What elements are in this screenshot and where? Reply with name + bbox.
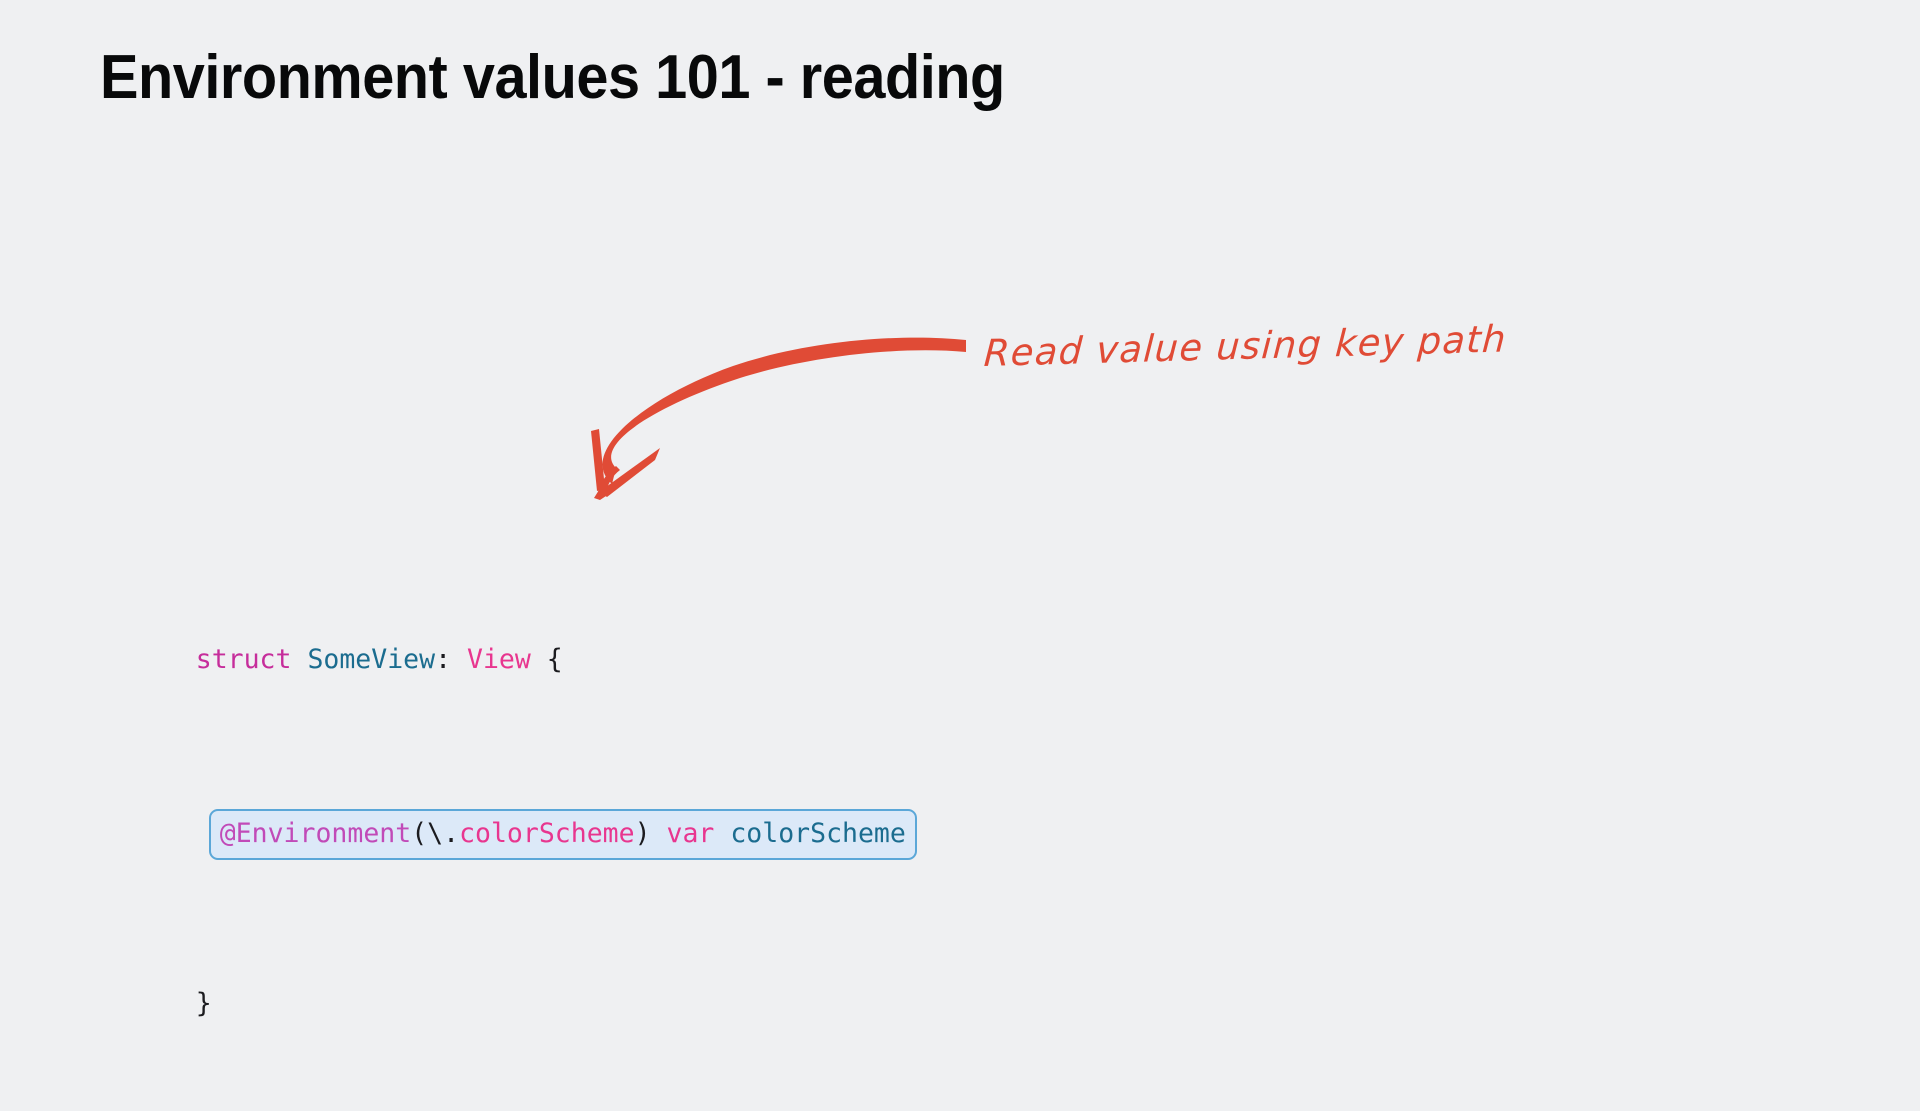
code-line-2: @Environment(\.colorScheme) var colorSch… (100, 767, 917, 860)
code-token-open-brace: { (530, 644, 563, 675)
code-token-colon: : (435, 644, 467, 675)
code-block: struct SomeView: View { @Environment(\.c… (100, 466, 917, 1111)
code-token-space-3 (714, 818, 730, 849)
code-token-colorscheme-keypath: colorScheme (459, 818, 635, 849)
code-token-view: View (467, 644, 531, 675)
slide-canvas: Environment values 101 - reading struct … (100, 43, 1508, 1019)
highlighted-code-span[interactable]: @Environment(\.colorScheme) var colorSch… (208, 809, 917, 860)
code-token-environment-attribute: @Environment (219, 818, 412, 849)
page-title: Environment values 101 - reading (100, 43, 1005, 112)
code-token-var: var (666, 818, 715, 849)
code-token-paren-close: ) (634, 818, 651, 849)
code-line-1: struct SomeView: View { (100, 595, 917, 675)
code-token-space-2 (651, 818, 667, 849)
code-token-keypath-open: (\. (411, 818, 460, 849)
annotation-label: Read value using key path (982, 317, 1508, 376)
code-token-someview: SomeView (307, 644, 436, 675)
code-token-struct: struct (195, 644, 292, 675)
code-token-close-brace: } (195, 988, 212, 1019)
code-line-3: } (100, 939, 917, 1019)
code-token-space-1 (291, 644, 307, 675)
code-token-colorscheme-property: colorScheme (730, 818, 906, 849)
